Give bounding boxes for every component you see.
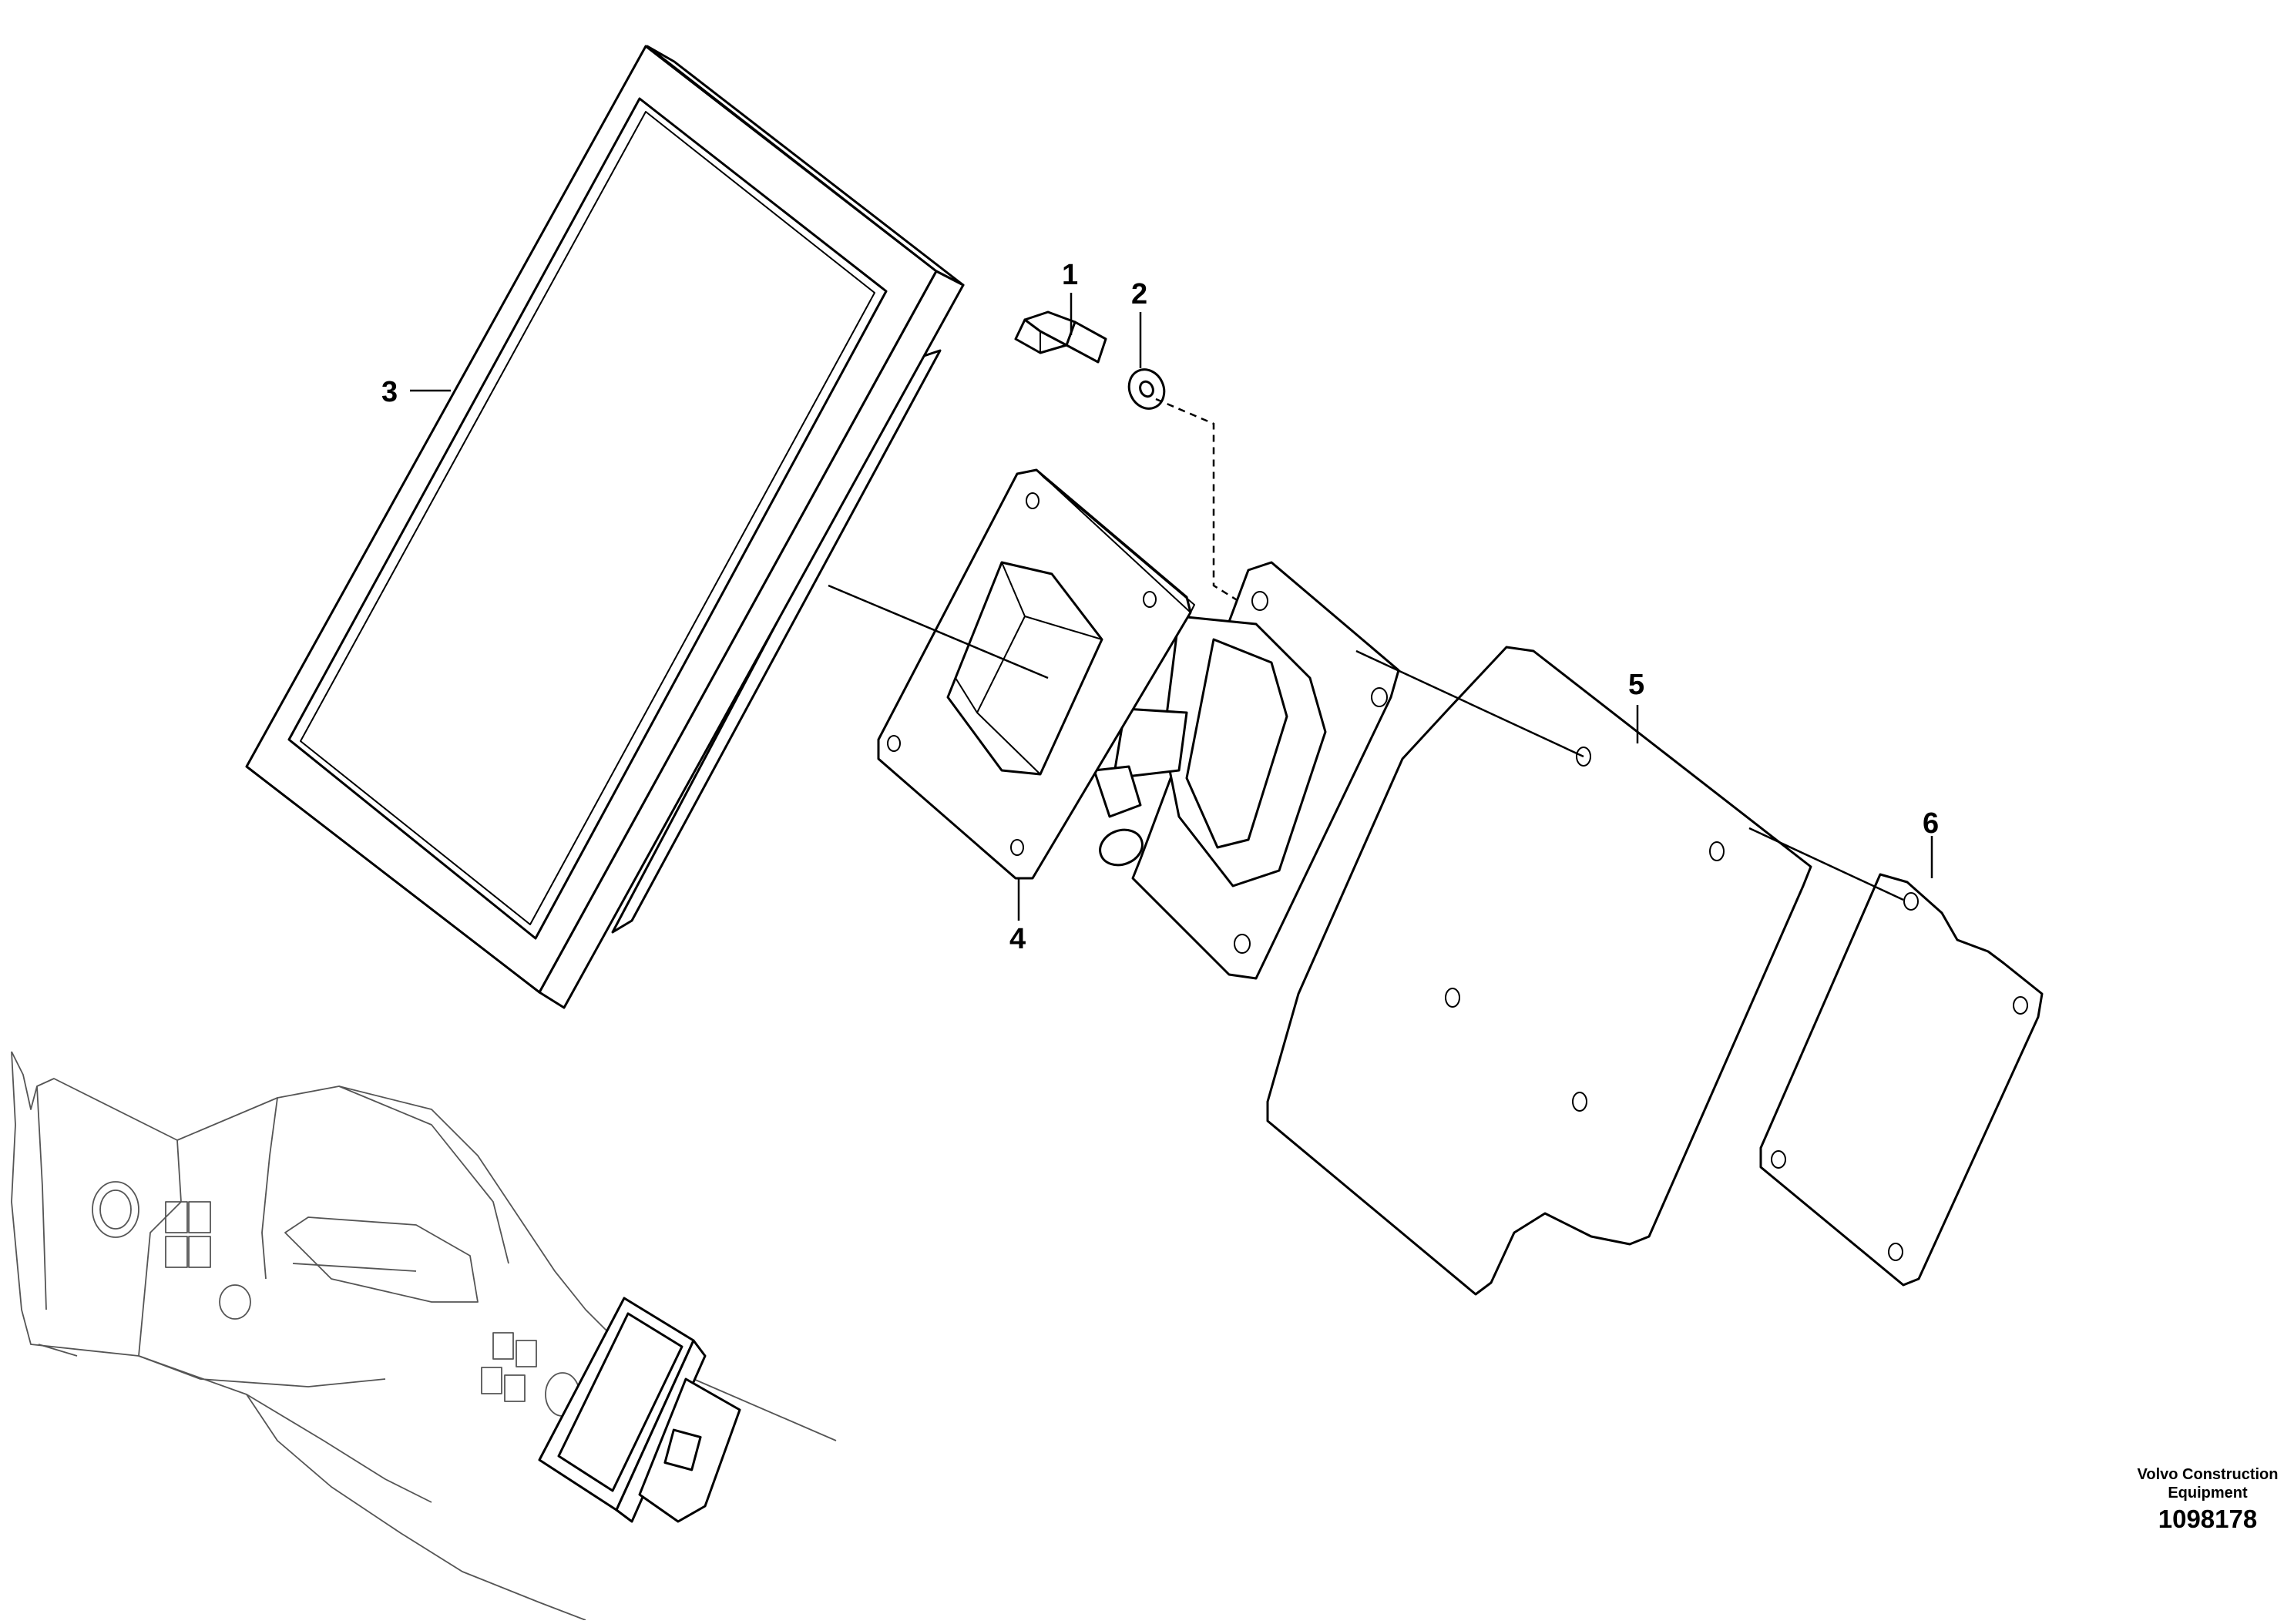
leader-line-5-to-6 bbox=[1748, 827, 1904, 901]
drawing-number: 1098178 bbox=[2158, 1505, 2258, 1533]
callout-2: 2 bbox=[1131, 278, 1148, 310]
callout-4: 4 bbox=[1009, 923, 1026, 955]
mounting-bracket bbox=[877, 468, 1400, 980]
callout-3: 3 bbox=[381, 376, 398, 408]
callout-1: 1 bbox=[1062, 259, 1079, 291]
callout-6: 6 bbox=[1923, 807, 1940, 840]
mounting-plate bbox=[1266, 646, 1812, 1296]
cover-plate bbox=[1759, 873, 2044, 1287]
leader-line-3-to-4 bbox=[828, 584, 1049, 679]
manufacturer-credit-line1: Volvo Construction bbox=[2137, 1466, 2279, 1483]
display-monitor bbox=[245, 45, 965, 1009]
bolt bbox=[1014, 310, 1107, 364]
dashboard-inset bbox=[11, 1051, 837, 1621]
manufacturer-credit-line2: Equipment bbox=[2168, 1485, 2248, 1502]
washer bbox=[1127, 368, 1245, 606]
callout-5: 5 bbox=[1628, 669, 1645, 701]
leader-line-bracket-to-5 bbox=[1355, 649, 1584, 758]
